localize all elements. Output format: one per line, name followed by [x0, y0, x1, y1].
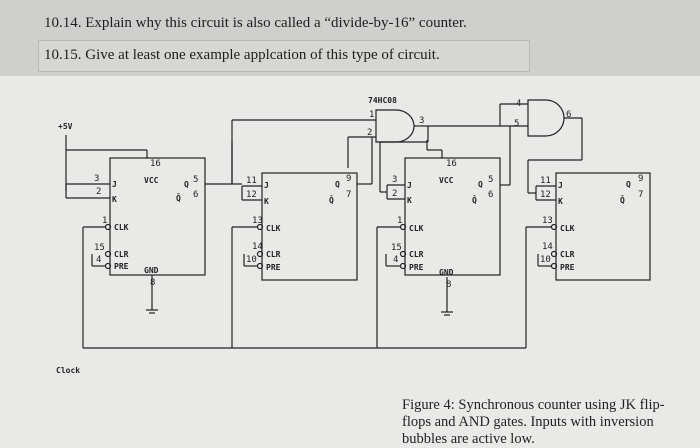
ff1-pre-pin: 4	[96, 255, 101, 265]
ff3-k-pin: 2	[392, 189, 397, 199]
ff3-pre-label: PRE	[409, 263, 424, 272]
gate1-pin-in1: 1	[369, 110, 374, 120]
ff2-clr-label: CLR	[266, 250, 281, 259]
ff1-j-pin: 3	[94, 174, 99, 184]
ff3-qbar-pin: 6	[488, 190, 493, 200]
question-number: 10.15.	[44, 47, 82, 63]
ff4-k-label: K	[558, 197, 563, 206]
ff3-k-label: K	[407, 196, 412, 205]
gate1-pin-out: 3	[419, 116, 424, 126]
gate-chip-label: 74HC08	[368, 96, 397, 105]
ff3-clk-label: CLK	[409, 224, 424, 233]
ff1-qbar-pin: 6	[193, 190, 198, 200]
ff2-clk-label: CLK	[266, 224, 281, 233]
ff4-qbar-pin: 7	[638, 190, 643, 200]
ff1-clr-label: CLR	[114, 250, 129, 259]
flipflop-2: J K 11 12 Q Q̄ 9 7 13 CLK 14 CLR 10 PRE	[241, 172, 358, 281]
question-text: Explain why this circuit is also called …	[85, 15, 467, 31]
ff1-pre-label: PRE	[114, 262, 129, 271]
ff4-qbar-label: Q̄	[620, 195, 625, 205]
ff3-vcc-pin: 16	[446, 159, 457, 169]
ff4-pre-label: PRE	[560, 263, 575, 272]
ff2-j-pin: 11	[246, 176, 257, 186]
ff2-j-label: J	[264, 181, 269, 190]
ff2-k-label: K	[264, 197, 269, 206]
ff1-vcc-label: VCC	[144, 176, 159, 185]
ff2-q-label: Q	[335, 180, 340, 189]
ff3-pre-pin: 4	[393, 255, 398, 265]
flipflop-3: 16 VCC J K 3 2 Q Q̄ 5 6 1 CLK 15 CLR 4 P…	[385, 157, 501, 316]
ff1-gnd-pin: 8	[150, 278, 155, 288]
question-text: Give at least one example applcation of …	[85, 47, 440, 63]
ff1-clk-pin: 1	[102, 216, 107, 226]
ff2-pre-label: PRE	[266, 263, 281, 272]
ff4-k-pin: 12	[540, 190, 551, 200]
ff1-k-label: K	[112, 195, 117, 204]
ff4-clk-pin: 13	[542, 216, 553, 226]
gate1-pin-in2: 2	[367, 128, 372, 138]
ff2-qbar-pin: 7	[346, 190, 351, 200]
question-10-15: 10.15. Give at least one example applcat…	[44, 47, 440, 64]
ff3-j-pin: 3	[392, 175, 397, 185]
question-number: 10.14.	[44, 15, 82, 31]
ff1-q-pin: 5	[193, 175, 198, 185]
ff1-gnd-label: GND	[144, 266, 159, 275]
power-label: +5V	[58, 122, 73, 131]
ff1-j-label: J	[112, 180, 117, 189]
flipflop-4: J K 11 12 Q Q̄ 9 7 13 CLK 14 CLR 10 PRE	[535, 172, 651, 281]
flipflop-1: 16 VCC J K 3 2 Q Q̄ 5 6 1 CLK 15 CLR 4 P…	[65, 157, 206, 314]
ff4-q-pin: 9	[638, 174, 643, 184]
question-10-14: 10.14. Explain why this circuit is also …	[44, 15, 467, 32]
ff4-pre-pin: 10	[540, 255, 551, 265]
ff4-q-label: Q	[626, 180, 631, 189]
ff1-clk-label: CLK	[114, 223, 129, 232]
ff3-clr-pin: 15	[391, 243, 402, 253]
ff1-q-label: Q	[184, 180, 189, 189]
ff2-pre-pin: 10	[246, 255, 257, 265]
ff3-vcc-label: VCC	[439, 176, 454, 185]
clock-label: Clock	[56, 366, 80, 375]
ff3-j-label: J	[407, 181, 412, 190]
ff1-clr-pin: 15	[94, 243, 105, 253]
ff4-j-label: J	[558, 181, 563, 190]
ff2-clk-pin: 13	[252, 216, 263, 226]
ff3-q-label: Q	[478, 180, 483, 189]
gate2-pin-in2: 5	[514, 119, 519, 129]
ff4-j-pin: 11	[540, 176, 551, 186]
ff2-q-pin: 9	[346, 174, 351, 184]
figure-caption: Figure 4: Synchronous counter using JK f…	[402, 397, 665, 447]
ff4-clr-pin: 14	[542, 242, 553, 252]
ff3-q-pin: 5	[488, 175, 493, 185]
ff4-clr-label: CLR	[560, 250, 575, 259]
ff1-vcc-pin: 16	[150, 159, 161, 169]
ff1-qbar-label: Q̄	[176, 193, 181, 203]
ff3-gnd-label: GND	[439, 268, 454, 277]
question-highlight	[38, 40, 530, 72]
ff3-clr-label: CLR	[409, 250, 424, 259]
ff3-clk-pin: 1	[397, 216, 402, 226]
ff3-qbar-label: Q̄	[472, 195, 477, 205]
ff1-k-pin: 2	[96, 187, 101, 197]
ff4-clk-label: CLK	[560, 224, 575, 233]
ff3-gnd-pin: 8	[446, 280, 451, 290]
ff2-qbar-label: Q̄	[329, 195, 334, 205]
circuit-wires	[82, 103, 583, 349]
ff2-clr-pin: 14	[252, 242, 263, 252]
gate2-pin-out: 6	[566, 110, 571, 120]
ff2-k-pin: 12	[246, 190, 257, 200]
